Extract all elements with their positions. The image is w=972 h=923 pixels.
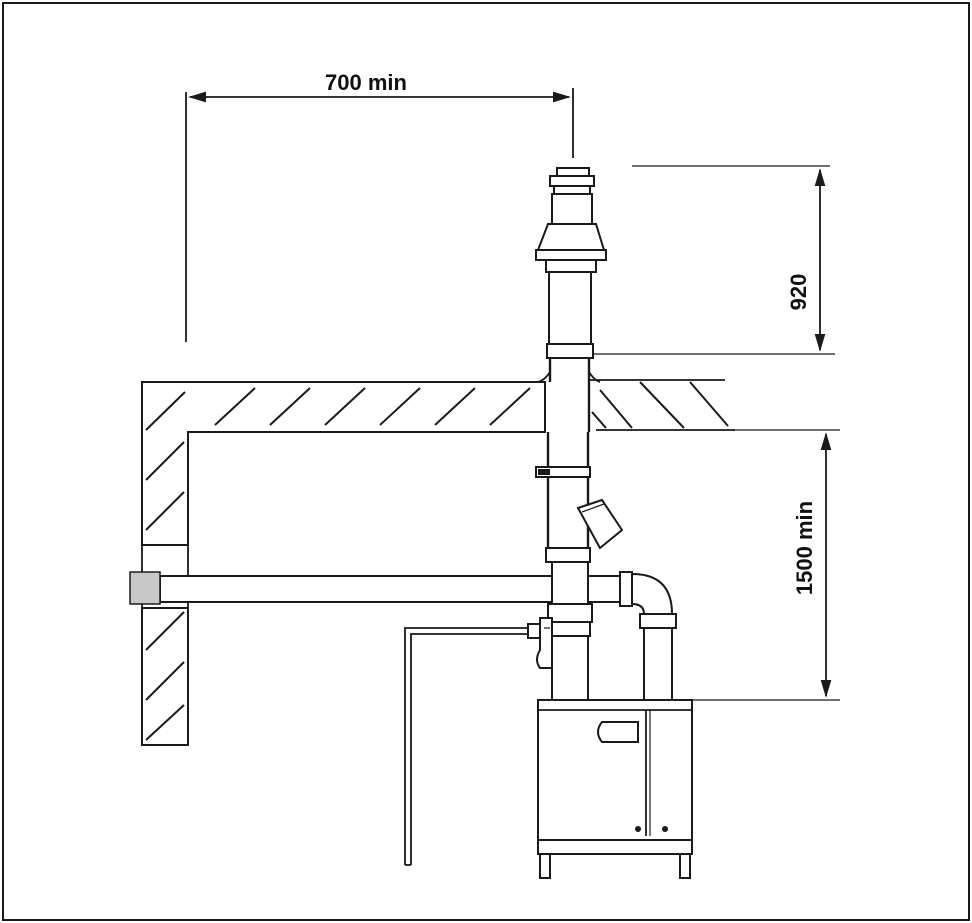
vertical-flue-terminal	[535, 167, 607, 432]
boiler-knob	[662, 826, 668, 832]
horizontal-flue	[129, 571, 553, 605]
ceiling-right	[590, 379, 735, 431]
dimension-920: 920	[590, 165, 835, 355]
vertical-flue-inside	[535, 432, 624, 563]
dimension-label-920: 920	[786, 274, 811, 311]
wall-terminal	[129, 571, 161, 605]
dimension-label-700: 700 min	[325, 70, 407, 95]
ceiling-and-wall-left	[141, 381, 546, 746]
boiler-display	[597, 721, 639, 743]
flue-connection	[547, 561, 677, 701]
gas-pipe	[404, 617, 553, 866]
boiler	[537, 699, 693, 879]
dimension-label-1500: 1500 min	[792, 501, 817, 595]
boiler-knob	[635, 826, 641, 832]
dimension-700-min: 700 min	[185, 70, 574, 342]
dimension-1500-min: 1500 min	[692, 429, 840, 701]
